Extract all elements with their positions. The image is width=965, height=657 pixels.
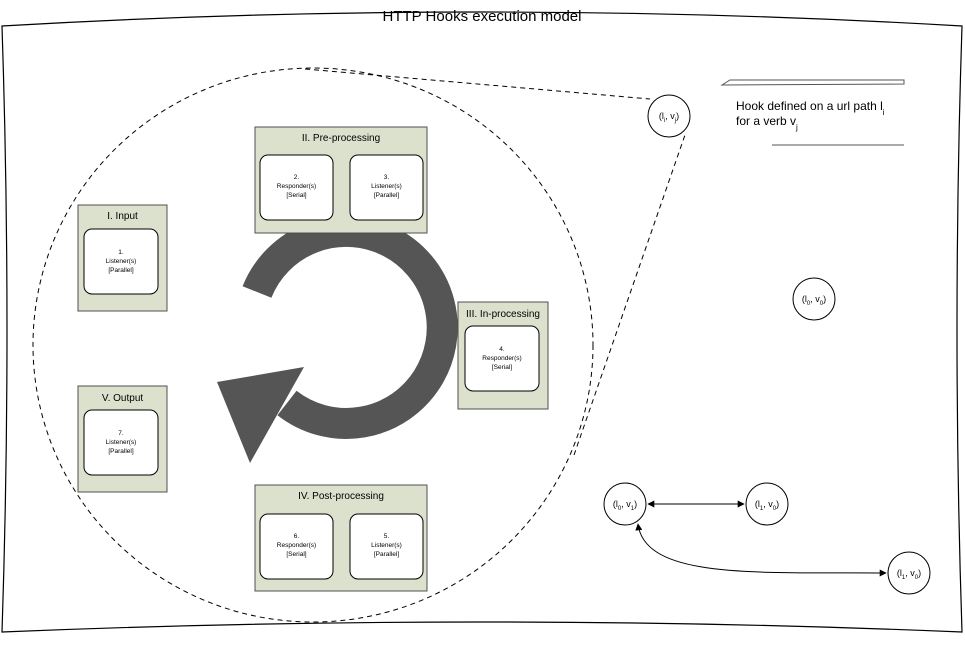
stage-input: I. Input 1. Listener(s) [Parallel] [77, 204, 168, 312]
graph-edge [635, 523, 887, 577]
note-top-rule [720, 79, 905, 86]
listener-box: 5. Listener(s) [Parallel] [349, 513, 424, 580]
box-mode: [Parallel] [108, 448, 133, 455]
hook-connector-bottom [573, 131, 687, 456]
graph-node: (l0, v0) [792, 277, 836, 321]
responder-box: 6. Responder(s) [Serial] [259, 513, 334, 580]
box-role: Responder(s) [277, 183, 316, 190]
graph-node: (l1, v0) [887, 551, 931, 595]
box-number: 4. [499, 346, 505, 353]
box-mode: [Serial] [286, 192, 306, 199]
stage-in-processing: III. In-processing 4. Responder(s) [Seri… [457, 301, 549, 410]
stage-title: I. Input [107, 211, 138, 222]
stage-output: V. Output 7. Listener(s) [Parallel] [77, 385, 168, 493]
cycle-arrow-icon [217, 215, 458, 463]
node-label: (li, vj) [659, 111, 679, 124]
note-line-1: Hook defined on a url path li [736, 99, 885, 117]
box-number: 3. [384, 174, 390, 181]
listener-box: 7. Listener(s) [Parallel] [83, 409, 159, 476]
listener-box: 3. Listener(s) [Parallel] [349, 154, 424, 221]
box-mode: [Parallel] [374, 192, 399, 199]
listener-box: 1. Listener(s) [Parallel] [83, 228, 159, 295]
responder-box: 4. Responder(s) [Serial] [464, 325, 540, 392]
box-mode: [Serial] [492, 364, 512, 371]
note-line-2: for a verb vj [736, 114, 798, 132]
stage-title: II. Pre-processing [302, 133, 380, 144]
box-role: Responder(s) [482, 355, 521, 362]
stage-post-processing: IV. Post-processing 6. Responder(s) [Ser… [254, 484, 428, 592]
box-number: 7. [118, 430, 124, 437]
box-number: 6. [294, 533, 300, 540]
box-number: 1. [118, 249, 124, 256]
box-role: Listener(s) [371, 542, 402, 549]
node-label: (l1, v0) [755, 499, 779, 512]
diagram-title: HTTP Hooks execution model [383, 8, 582, 25]
node-label: (l0, v1) [613, 499, 637, 512]
node-label: (l0, v0) [802, 294, 826, 307]
box-mode: [Parallel] [108, 267, 133, 274]
hook-note: Hook defined on a url path li for a verb… [720, 79, 905, 146]
box-role: Listener(s) [106, 258, 137, 265]
hook-detail-ellipse [32, 67, 594, 623]
stage-pre-processing: II. Pre-processing 2. Responder(s) [Seri… [254, 126, 428, 234]
box-role: Listener(s) [371, 183, 402, 190]
graph-node: (l0, v1) [603, 482, 647, 526]
box-role: Responder(s) [277, 542, 316, 549]
stage-title: V. Output [102, 393, 144, 404]
node-label: (l1, v0) [897, 568, 921, 581]
box-mode: [Parallel] [374, 551, 399, 558]
hook-node: (li, vj) [647, 94, 691, 138]
box-number: 2. [294, 174, 300, 181]
box-number: 5. [384, 533, 390, 540]
stage-title: IV. Post-processing [298, 491, 384, 502]
box-mode: [Serial] [286, 551, 306, 558]
box-role: Listener(s) [106, 439, 137, 446]
responder-box: 2. Responder(s) [Serial] [259, 154, 334, 221]
graph-node: (l1, v0) [745, 482, 789, 526]
hook-connector-top [304, 68, 651, 100]
stage-title: III. In-processing [466, 309, 540, 320]
